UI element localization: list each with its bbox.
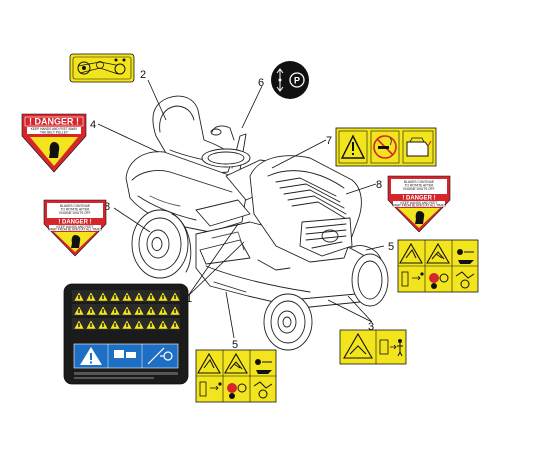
panel-pictogram-mark — [78, 323, 80, 327]
decal-safety-pictos-right — [397, 239, 479, 293]
decal-danger-blades-right: BLADES CONTINUE TO ROTATE AFTER ENGINE S… — [387, 175, 451, 233]
front-wheel-left — [263, 293, 313, 351]
panel-pictogram-mark — [102, 323, 104, 327]
danger-belt-line1: KEEP HANDS AND FEET AWAY — [31, 127, 78, 131]
panel-pictogram-mark — [90, 323, 92, 327]
danger-blades-left-line3: ENGINE SHUTS OFF — [59, 211, 90, 215]
decal-control-panel — [63, 283, 189, 385]
panel-pictogram-mark — [174, 309, 176, 313]
callout-3: 3 — [368, 321, 374, 333]
rear-wheel-left — [131, 209, 189, 279]
panel-pictogram-mark — [114, 309, 116, 313]
panel-pictogram-mark — [90, 295, 92, 299]
panel-pictogram-mark — [102, 309, 104, 313]
panel-warning-row-1 — [72, 290, 181, 302]
danger-blades-right-title: ! DANGER ! — [402, 196, 435, 202]
callout-2: 2 — [140, 69, 146, 81]
panel-pictogram-mark — [114, 295, 116, 299]
panel-warning-row-2 — [72, 304, 181, 316]
leader-lines — [97, 79, 385, 339]
danger-belt-line2: THE BELT PULLEY — [40, 130, 69, 134]
danger-blades-left-line2: TO ROTATE AFTER — [61, 208, 91, 212]
danger-blades-right-line5: AWAY FROM BLADES AT ALL TIMES — [392, 203, 446, 207]
callout-4: 4 — [90, 119, 96, 131]
danger-blades-left-title: ! DANGER ! — [58, 220, 91, 226]
panel-pictogram-mark — [150, 323, 152, 327]
callout-5-right: 5 — [388, 241, 394, 253]
callout-1: 1 — [186, 293, 192, 305]
fuel-can-icon — [406, 137, 432, 157]
panel-pictogram-mark — [162, 295, 164, 299]
danger-blades-right-line4: KEEP HANDS AND FEET — [401, 201, 438, 205]
danger-blades-left-line1: BLADES CONTINUE — [60, 204, 90, 208]
decal-deck-height — [339, 329, 407, 365]
front-wheel-right — [351, 253, 389, 307]
decal-fuel-warning — [335, 127, 437, 167]
callout-8-right: 8 — [376, 179, 382, 191]
danger-belt-title: ! DANGER ! — [29, 117, 79, 127]
panel-warning-row-3 — [72, 318, 181, 330]
warning-triangle-icon — [340, 134, 366, 159]
panel-pictogram-mark — [150, 295, 152, 299]
decal-parking-brake: P — [271, 61, 309, 99]
panel-pictogram-mark — [126, 295, 128, 299]
decal-safety-pictos-bottom — [195, 349, 277, 403]
panel-pictogram-mark — [102, 295, 104, 299]
panel-pictogram-mark — [138, 309, 140, 313]
danger-blades-left-line5: AWAY FROM BLADES AT ALL TIMES — [48, 227, 102, 231]
callout-numbers: 1 2 3 4 5 5 6 7 8 8 — [90, 69, 394, 351]
callout-5-bottom: 5 — [232, 339, 238, 351]
danger-blades-right-line1: BLADES CONTINUE — [404, 180, 434, 184]
decal-danger-belt: ! DANGER ! KEEP HANDS AND FEET AWAY THE … — [21, 113, 87, 173]
panel-pictogram-mark — [162, 309, 164, 313]
panel-pictogram-mark — [150, 309, 152, 313]
panel-pictogram-mark — [90, 309, 92, 313]
panel-pictogram-mark — [126, 309, 128, 313]
danger-blades-right-line2: TO ROTATE AFTER — [405, 184, 435, 188]
decal-danger-blades-left: BLADES CONTINUE TO ROTATE AFTER ENGINE S… — [43, 199, 107, 257]
panel-pictogram-mark — [78, 295, 80, 299]
danger-blades-left-line4: KEEP HANDS AND FEET — [57, 225, 94, 229]
panel-pictogram-mark — [162, 323, 164, 327]
panel-pictogram-mark — [126, 323, 128, 327]
callout-6: 6 — [258, 77, 264, 89]
panel-pictogram-mark — [114, 323, 116, 327]
callout-7: 7 — [326, 135, 332, 147]
parking-brake-label: P — [294, 76, 300, 86]
panel-pictogram-mark — [78, 309, 80, 313]
panel-pictogram-mark — [138, 323, 140, 327]
panel-pictogram-mark — [174, 323, 176, 327]
decal-belt-routing — [69, 53, 135, 83]
panel-pictogram-mark — [138, 295, 140, 299]
danger-blades-right-line3: ENGINE SHUTS OFF — [403, 187, 434, 191]
no-smoking-icon — [373, 135, 397, 159]
panel-pictogram-mark — [174, 295, 176, 299]
callout-8-left: 8 — [104, 201, 110, 213]
